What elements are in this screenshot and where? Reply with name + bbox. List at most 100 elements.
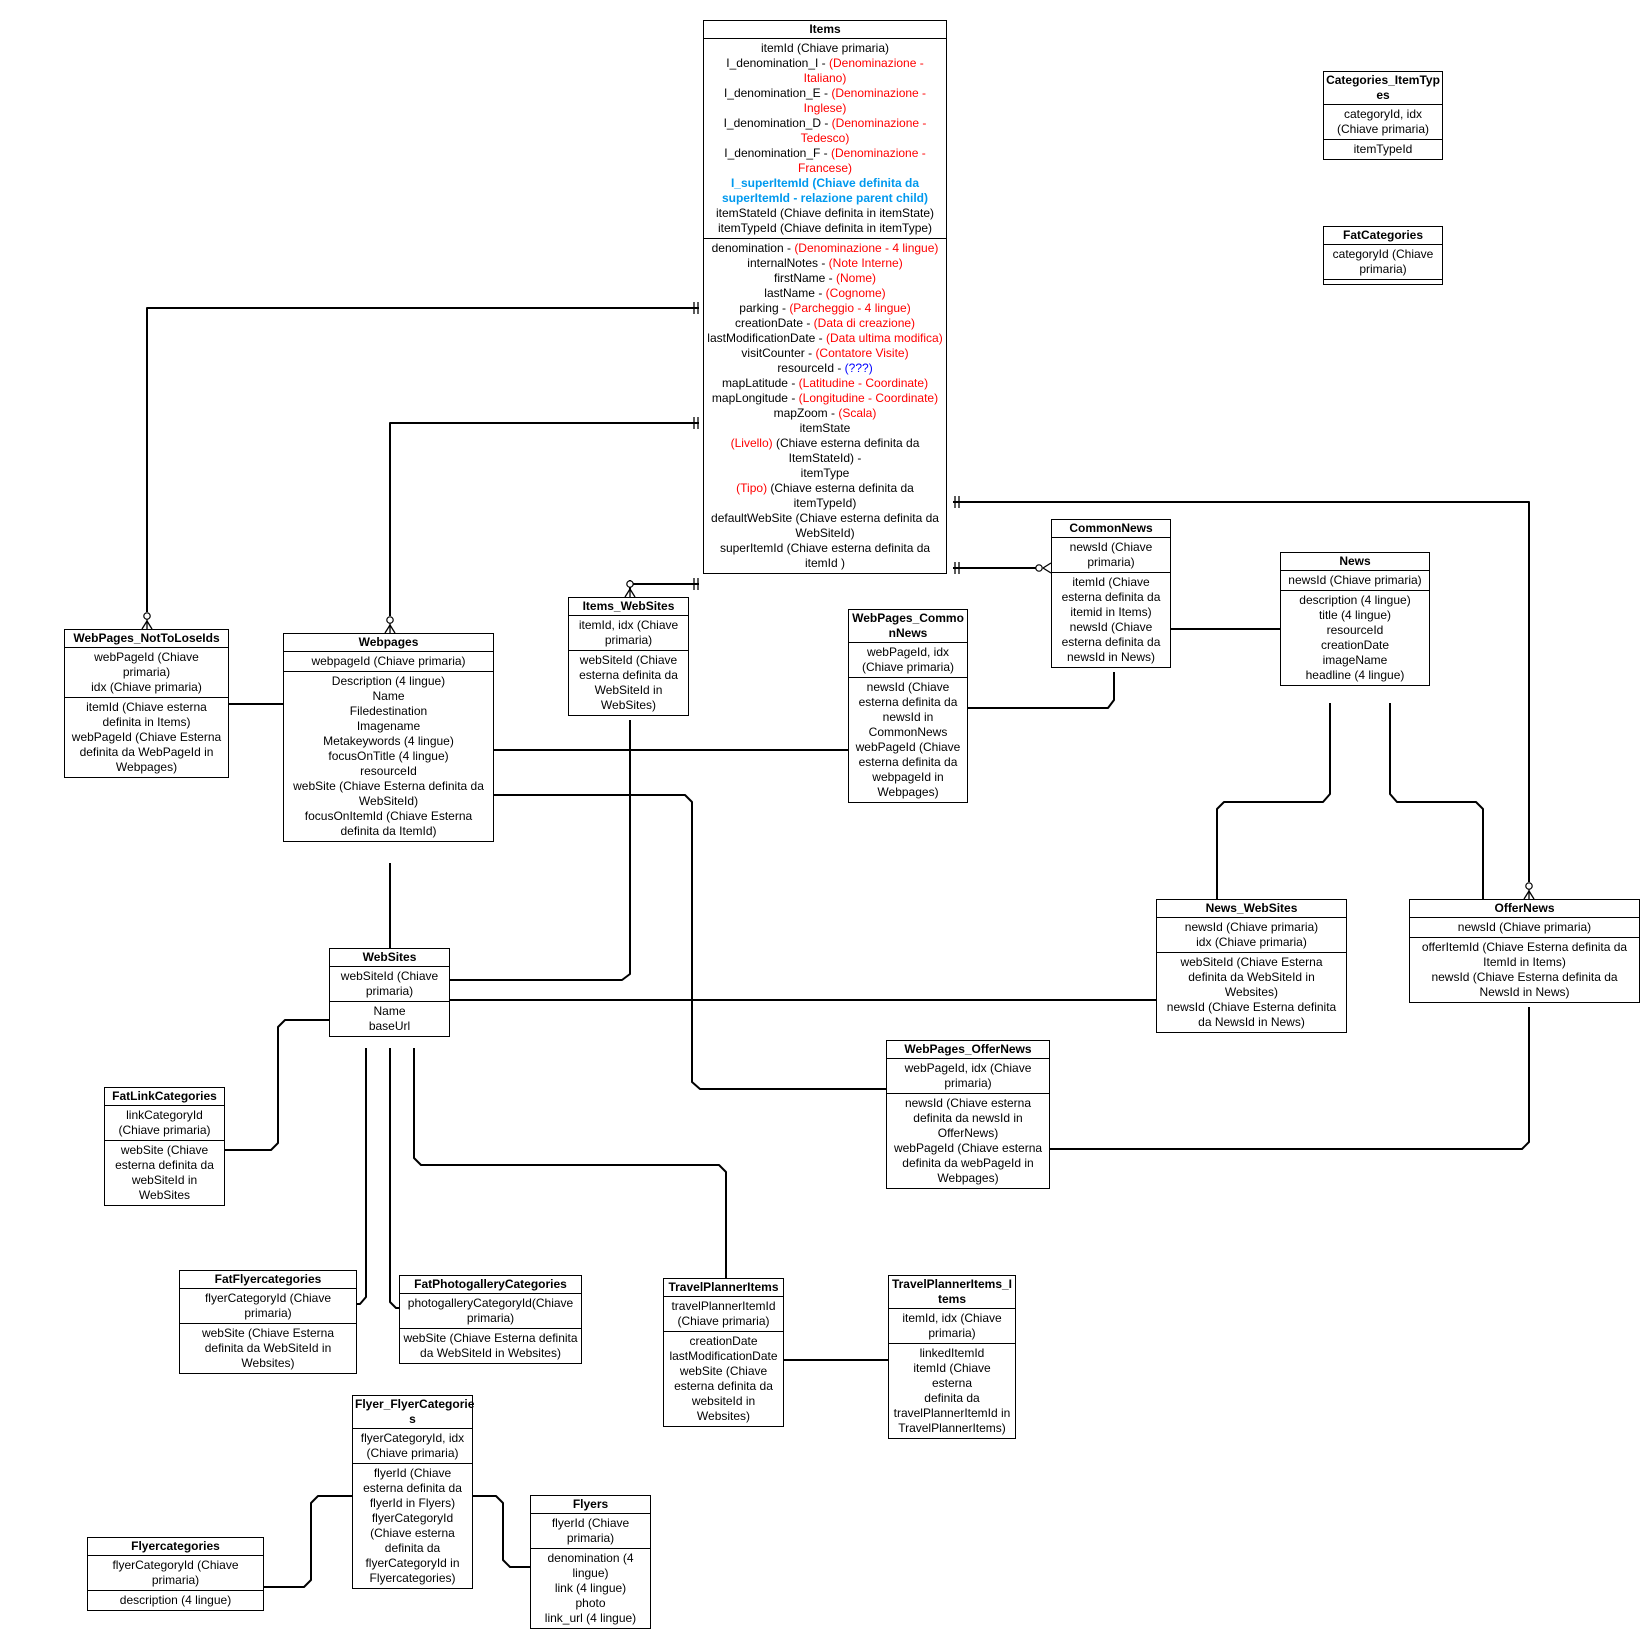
- attributes-section: itemId (Chiave esterna definita da itemi…: [1052, 573, 1170, 667]
- entity-title: TravelPlannerItems: [664, 1279, 783, 1297]
- attribute-row: description (4 lingue): [91, 1593, 260, 1608]
- attribute-text: webPageId, idx (Chiave primaria): [904, 1061, 1032, 1090]
- cardinality-mark: [146, 620, 153, 630]
- attribute-text: creationDate -: [734, 316, 814, 330]
- attribute-text: (Denominazione - Francese): [797, 146, 926, 175]
- attribute-text: (Denominazione - 4 lingue): [794, 241, 939, 255]
- attribute-text: mapLongitude -: [711, 391, 799, 405]
- relationship-line: [1050, 1007, 1530, 1150]
- attribute-text: newsId (Chiave esterna definita da newsI…: [855, 680, 961, 799]
- attribute-text: description (4 lingue): [119, 1593, 232, 1607]
- attribute-text: (Tipo): [736, 481, 768, 495]
- attribute-row: itemStateId (Chiave definita in itemStat…: [707, 206, 943, 221]
- attribute-text: newsId (Chiave primaria) idx (Chiave pri…: [1184, 920, 1319, 949]
- attribute-row: itemType: [707, 466, 943, 481]
- entity-title: Flyer_FlyerCategorie s: [353, 1396, 474, 1429]
- attribute-row: webSite (Chiave Esterna definita da WebS…: [403, 1331, 578, 1361]
- attribute-text: (Contatore Visite): [815, 346, 909, 360]
- entity-title: WebPages_NotToLoseIds: [65, 630, 228, 648]
- relationship-line: [146, 307, 699, 612]
- attribute-text: (Data ultima modifica): [826, 331, 943, 345]
- entity-title: Categories_ItemTyp es: [1324, 72, 1442, 105]
- entity-title: FatLinkCategories: [105, 1088, 224, 1106]
- attribute-row: itemTypeId (Chiave definita in itemType): [707, 221, 943, 236]
- attribute-text: I_denomination_E -: [723, 86, 832, 100]
- primary-key-section: travelPlannerItemId (Chiave primaria): [664, 1297, 783, 1332]
- attribute-text: denomination (4 lingue) link (4 lingue) …: [544, 1551, 637, 1625]
- attribute-text: (Nome): [836, 271, 877, 285]
- cardinality-circle: [386, 616, 394, 624]
- primary-key-section: itemId, idx (Chiave primaria): [569, 616, 688, 651]
- entity-title: Flyercategories: [88, 1538, 263, 1556]
- attribute-row: Description (4 lingue) Name Filedestinat…: [287, 674, 490, 839]
- primary-key-section: itemId (Chiave primaria)I_denomination_I…: [704, 39, 946, 239]
- primary-key-section: newsId (Chiave primaria): [1052, 538, 1170, 573]
- attribute-text: travelPlannerItemId (Chiave primaria): [671, 1299, 776, 1328]
- attribute-row: parking - (Parcheggio - 4 lingue): [707, 301, 943, 316]
- attribute-row: webSite (Chiave Esterna definita da WebS…: [183, 1326, 353, 1371]
- relationship-line: [450, 720, 631, 981]
- attribute-text: (Parcheggio - 4 lingue): [789, 301, 911, 315]
- entity-title: FatFlyercategories: [180, 1271, 356, 1289]
- attribute-text: superItemId (Chiave esterna definita da …: [719, 541, 931, 570]
- attribute-row: superItemId (Chiave esterna definita da …: [707, 541, 943, 571]
- attributes-section: linkedItemId itemId (Chiave esterna defi…: [889, 1344, 1015, 1438]
- entity-title: Items_WebSites: [569, 598, 688, 616]
- attribute-text: (Chiave esterna definita da itemTypeId): [767, 481, 914, 510]
- relationship-line: [494, 794, 886, 1090]
- relationship-line: [225, 1019, 329, 1151]
- primary-key-section: linkCategoryId (Chiave primaria): [105, 1106, 224, 1141]
- entity-title: WebPages_Commo nNews: [849, 610, 967, 643]
- attribute-row: creationDate - (Data di creazione): [707, 316, 943, 331]
- primary-key-section: itemId, idx (Chiave primaria): [889, 1309, 1015, 1344]
- attributes-section: offerItemId (Chiave Esterna definita da …: [1410, 938, 1639, 1002]
- attribute-row: internalNotes - (Note Interne): [707, 256, 943, 271]
- attributes-section: newsId (Chiave esterna definita da newsI…: [887, 1094, 1049, 1188]
- attribute-text: flyerId (Chiave esterna definita da flye…: [363, 1466, 462, 1585]
- entity-travelplanneritems[interactable]: TravelPlannerItems travelPlannerItemId (C…: [663, 1278, 784, 1427]
- primary-key-section: webSiteId (Chiave primaria): [330, 967, 449, 1002]
- attribute-text: mapLatitude -: [721, 376, 799, 390]
- attributes-section: flyerId (Chiave esterna definita da flye…: [353, 1464, 472, 1588]
- primary-key-section: newsId (Chiave primaria): [1281, 571, 1429, 591]
- attribute-row: creationDate lastModificationDate webSit…: [667, 1334, 780, 1424]
- relationship-line: [473, 1495, 530, 1568]
- attribute-text: mapZoom -: [773, 406, 839, 420]
- attribute-row: visitCounter - (Contatore Visite): [707, 346, 943, 361]
- attribute-text: (???): [844, 361, 873, 375]
- attribute-row: I_denomination_D - (Denominazione - Tede…: [707, 116, 943, 146]
- cardinality-mark: [1523, 890, 1530, 900]
- relationship-line: [413, 1048, 727, 1278]
- attribute-text: defaultWebSite (Chiave esterna definita …: [711, 511, 939, 540]
- attribute-row: defaultWebSite (Chiave esterna definita …: [707, 511, 943, 541]
- relationship-line: [968, 672, 1115, 709]
- attribute-text: webSite (Chiave Esterna definita da WebS…: [403, 1331, 578, 1360]
- attribute-row: itemId (Chiave primaria): [707, 41, 943, 56]
- attribute-row: travelPlannerItemId (Chiave primaria): [667, 1299, 780, 1329]
- attribute-row: mapLatitude - (Latitudine - Coordinate): [707, 376, 943, 391]
- relationship-line: [389, 422, 699, 616]
- relationship-line: [1216, 703, 1331, 899]
- entity-title: FatCategories: [1324, 227, 1442, 245]
- attribute-row: webSiteId (Chiave Esterna definita da We…: [1160, 955, 1343, 1030]
